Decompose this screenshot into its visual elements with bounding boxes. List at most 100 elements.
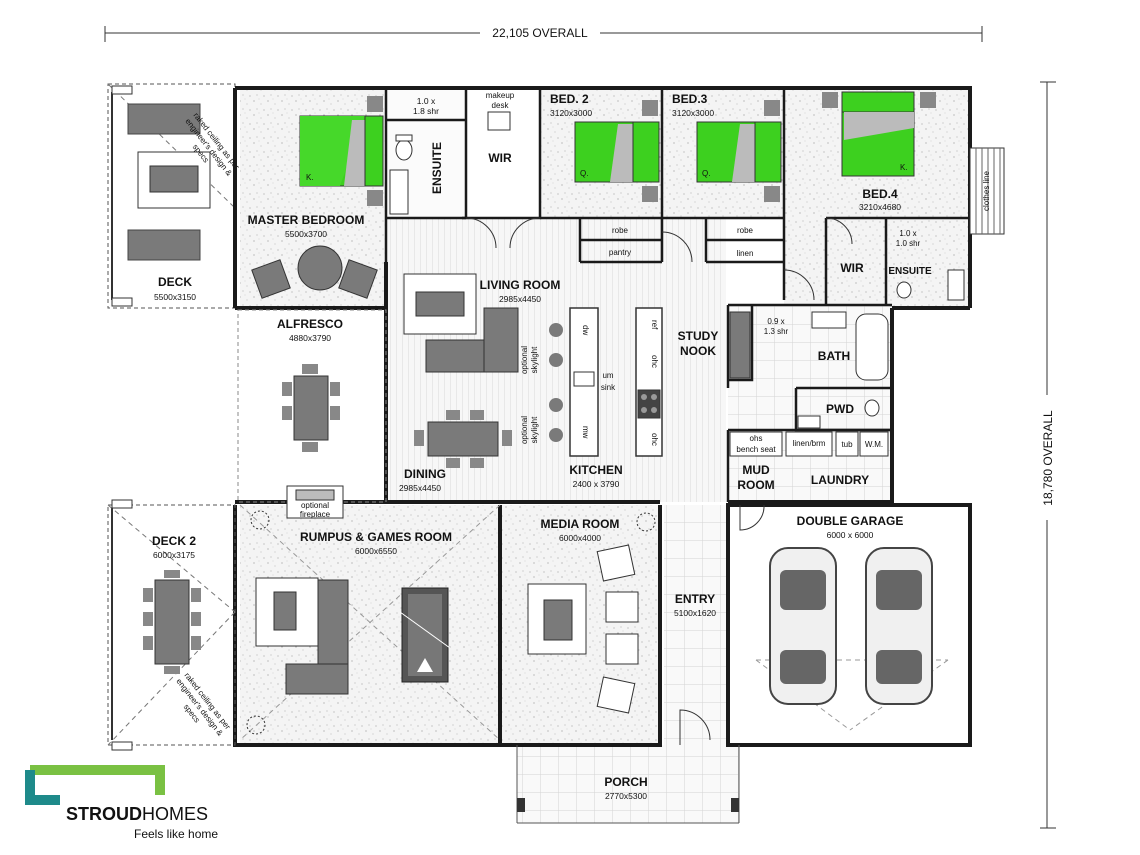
mud-room-laundry: ohs bench seat linen/brm tub W.M. MUD RO… [729, 431, 889, 492]
svg-text:ref: ref [650, 320, 659, 330]
svg-text:sink: sink [601, 383, 616, 392]
bed2-label: BED. 2 [550, 92, 589, 106]
svg-text:ohs: ohs [750, 434, 763, 443]
raked-ceiling-note-2: raked ceiling as per engineer's design &… [174, 671, 232, 738]
study-nook: STUDY NOOK [678, 311, 751, 379]
svg-text:optional: optional [301, 501, 329, 510]
media-room-size: 6000x4000 [559, 533, 601, 543]
overall-width-dimension: 22,105 OVERALL [104, 26, 983, 42]
svg-text:NOOK: NOOK [680, 344, 716, 358]
laundry-label: LAUNDRY [811, 473, 869, 487]
kitchen-size: 2400 x 3790 [573, 479, 620, 489]
svg-text:Q.: Q. [702, 169, 710, 178]
master-bedroom-label: MASTER BEDROOM [248, 213, 365, 227]
brand-tagline: Feels like home [134, 827, 218, 841]
skylight-note-1: optional skylight [520, 346, 539, 374]
dining-size: 2985x4450 [399, 483, 441, 493]
bed3-size: 3120x3000 [672, 108, 714, 118]
living-dining-kitchen: LIVING ROOM 2985x4450 DINING 2985x4450 o… [399, 273, 663, 493]
bed2-size: 3120x3000 [550, 108, 592, 118]
svg-text:optional: optional [520, 346, 529, 374]
stroud-homes-logo: STROUD HOMES Feels like home [25, 765, 218, 841]
svg-text:optional: optional [520, 416, 529, 444]
living-room-label: LIVING ROOM [480, 278, 561, 292]
bath: 0.9 x 1.3 shr BATH PWD [764, 311, 889, 429]
entry: ENTRY 5100x1620 [674, 592, 716, 745]
svg-text:skylight: skylight [530, 346, 539, 373]
brand-name-bold: STROUD [66, 804, 142, 824]
svg-text:bench seat: bench seat [736, 445, 776, 454]
svg-text:fireplace: fireplace [300, 510, 331, 519]
svg-text:ROOM: ROOM [737, 478, 774, 492]
floor-fills [240, 88, 970, 823]
deck-area: DECK 5500x3150 raked ceiling as per engi… [107, 83, 242, 309]
svg-text:mw: mw [581, 426, 590, 439]
rumpus-size: 6000x6550 [355, 546, 397, 556]
rumpus-games-room: RUMPUS & GAMES ROOM 6000x6550 [239, 504, 501, 741]
svg-text:desk: desk [492, 101, 510, 110]
alfresco-size: 4880x3790 [289, 333, 331, 343]
rumpus-label: RUMPUS & GAMES ROOM [300, 530, 452, 544]
entry-size: 5100x1620 [674, 608, 716, 618]
alfresco: ALFRESCO 4880x3790 optional fireplace [237, 309, 387, 519]
master-bedroom: K. MASTER BEDROOM 5500x3700 [248, 96, 384, 299]
svg-text:K.: K. [900, 163, 908, 172]
interior-walls [384, 88, 970, 502]
robe-bed2: robe [612, 226, 629, 235]
wir-master-label: WIR [488, 151, 512, 165]
svg-text:1.0 shr: 1.0 shr [896, 239, 921, 248]
porch-label: PORCH [604, 775, 647, 789]
svg-text:0.9 x: 0.9 x [767, 317, 784, 326]
wir-bed4-label: WIR [840, 261, 864, 275]
svg-text:1.0 x: 1.0 x [417, 96, 436, 106]
kitchen-label: KITCHEN [569, 463, 622, 477]
svg-text:MUD: MUD [742, 463, 770, 477]
media-room: MEDIA ROOM 6000x4000 [527, 512, 656, 714]
bed-3: BED.3 3120x3000 Q. robe linen [661, 92, 782, 263]
bed-2: BED. 2 3120x3000 Q. robe pantry [550, 92, 660, 257]
overall-depth-label: 18,780 OVERALL [1041, 410, 1055, 506]
overall-depth-dimension: 18,780 OVERALL [1040, 81, 1056, 829]
pwd-label: PWD [826, 402, 854, 416]
ensuite-master: 1.0 x 1.8 shr ENSUITE makeup desk WIR [389, 91, 541, 249]
deck-label: DECK [158, 275, 192, 289]
svg-text:ohc: ohc [650, 355, 659, 368]
svg-text:makeup: makeup [486, 91, 515, 100]
linen-label: linen [737, 249, 754, 258]
svg-text:ohc: ohc [650, 433, 659, 446]
ensuite-bed4-label: ENSUITE [888, 266, 932, 277]
clothes-line: clothes line [969, 147, 1005, 235]
porch: PORCH 2770x5300 [516, 745, 740, 824]
svg-text:clothes line: clothes line [982, 170, 991, 211]
living-room-size: 2985x4450 [499, 294, 541, 304]
bed3-label: BED.3 [672, 92, 708, 106]
porch-size: 2770x5300 [605, 791, 647, 801]
entry-label: ENTRY [675, 592, 715, 606]
dining-label: DINING [404, 467, 446, 481]
alfresco-label: ALFRESCO [277, 317, 343, 331]
master-bedroom-size: 5500x3700 [285, 229, 327, 239]
deck2-label: DECK 2 [152, 534, 196, 548]
media-room-label: MEDIA ROOM [541, 517, 620, 531]
svg-text:1.0 x: 1.0 x [899, 229, 916, 238]
garage-size: 6000 x 6000 [827, 530, 874, 540]
double-garage: DOUBLE GARAGE 6000 x 6000 [739, 504, 949, 731]
brand-name-light: HOMES [142, 804, 208, 824]
svg-text:skylight: skylight [530, 416, 539, 443]
svg-text:tub: tub [841, 440, 853, 449]
svg-text:K.: K. [306, 173, 314, 182]
bed-4: K. BED.4 3210x4680 WIR 1.0 x 1.0 shr ENS… [783, 91, 965, 301]
svg-text:W.M.: W.M. [865, 440, 883, 449]
svg-text:dw: dw [581, 325, 590, 335]
bath-label: BATH [818, 349, 850, 363]
deck-size: 5500x3150 [154, 292, 196, 302]
deck2-size: 6000x3175 [153, 550, 195, 560]
pantry-label: pantry [609, 248, 631, 257]
bed4-size: 3210x4680 [859, 202, 901, 212]
ensuite-master-label: ENSUITE [430, 142, 444, 194]
overall-width-label: 22,105 OVERALL [492, 26, 588, 40]
svg-text:linen/brm: linen/brm [793, 439, 826, 448]
deck-2: DECK 2 6000x3175 raked ceiling as per en… [107, 499, 236, 751]
svg-text:1.3 shr: 1.3 shr [764, 327, 789, 336]
garage-label: DOUBLE GARAGE [797, 514, 904, 528]
